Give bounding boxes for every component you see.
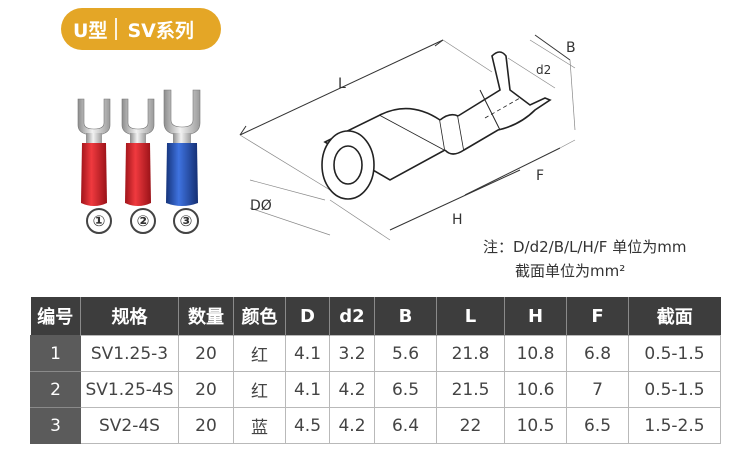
photo-label-3: ③ — [173, 208, 199, 234]
cell-color: 红 — [233, 335, 286, 372]
terminal-red-1 — [77, 98, 111, 206]
photo-label-1: ① — [86, 208, 112, 234]
cell-section: 0.5-1.5 — [628, 371, 721, 408]
col-header-h: H — [504, 297, 567, 336]
spec-table: 编号 规格 数量 颜色 D d2 B L H F 截面 1 SV1.25-3 2… — [30, 297, 721, 444]
terminal-outline — [321, 51, 552, 200]
cell-d: 4.5 — [285, 407, 330, 444]
cell-f: 6.5 — [566, 407, 629, 444]
col-header-d: D — [285, 297, 330, 336]
cell-section: 1.5-2.5 — [628, 407, 721, 444]
cell-qty: 20 — [178, 407, 234, 444]
cell-b: 6.4 — [374, 407, 437, 444]
cell-section: 0.5-1.5 — [628, 335, 721, 372]
cell-qty: 20 — [178, 371, 234, 408]
unit-note: 注：D/d2/B/L/H/F 单位为mm 截面单位为mm² — [483, 235, 686, 283]
cell-h: 10.8 — [504, 335, 567, 372]
col-header-section: 截面 — [628, 297, 721, 336]
dim-line-f — [464, 147, 561, 196]
col-header-qty: 数量 — [178, 297, 234, 336]
cell-id: 3 — [30, 407, 81, 444]
label-l: L — [338, 76, 346, 92]
cell-d: 4.1 — [285, 371, 330, 408]
col-header-spec: 规格 — [80, 297, 179, 336]
table-row: 1 SV1.25-3 20 红 4.1 3.2 5.6 21.8 10.8 6.… — [30, 335, 721, 372]
label-b: B — [566, 40, 576, 56]
col-header-color: 颜色 — [233, 297, 286, 336]
cell-color: 蓝 — [233, 407, 286, 444]
cell-qty: 20 — [178, 335, 234, 372]
label-f: F — [536, 168, 544, 184]
table-header-row: 编号 规格 数量 颜色 D d2 B L H F 截面 — [30, 297, 721, 336]
badge-divider — [115, 18, 118, 40]
col-header-d2: d2 — [329, 297, 375, 336]
table-row: 3 SV2-4S 20 蓝 4.5 4.2 6.4 22 10.5 6.5 1.… — [30, 407, 721, 444]
col-header-l: L — [436, 297, 505, 336]
cell-id: 2 — [30, 371, 81, 408]
label-d: DØ — [250, 198, 272, 214]
col-header-id: 编号 — [30, 297, 81, 336]
series-badge: U型 SV系列 — [61, 8, 221, 50]
col-header-f: F — [566, 297, 629, 336]
cell-l: 22 — [436, 407, 505, 444]
cell-spec: SV2-4S — [80, 407, 179, 444]
cell-spec: SV1.25-3 — [80, 335, 179, 372]
cell-l: 21.5 — [436, 371, 505, 408]
cell-d2: 3.2 — [329, 335, 375, 372]
product-photo — [77, 89, 201, 206]
cell-d: 4.1 — [285, 335, 330, 372]
terminal-red-2 — [121, 98, 155, 206]
series-name-label: SV系列 — [127, 19, 194, 42]
dim-line-l — [239, 39, 444, 136]
cell-l: 21.8 — [436, 335, 505, 372]
cell-spec: SV1.25-4S — [80, 371, 179, 408]
cell-h: 10.5 — [504, 407, 567, 444]
unit-note-line-2: 截面单位为mm² — [515, 262, 626, 280]
col-header-b: B — [374, 297, 437, 336]
unit-note-line-1: 注：D/d2/B/L/H/F 单位为mm — [483, 238, 687, 256]
series-type-label: U型 — [73, 19, 108, 42]
cell-b: 6.5 — [374, 371, 437, 408]
photo-label-2: ② — [130, 208, 156, 234]
label-h: H — [452, 212, 463, 228]
dim-line-h — [389, 169, 521, 231]
cell-id: 1 — [30, 335, 81, 372]
terminal-blue-3 — [163, 89, 201, 206]
dimension-diagram: L B d2 DØ H F — [239, 34, 576, 241]
cell-f: 7 — [566, 371, 629, 408]
cell-b: 5.6 — [374, 335, 437, 372]
label-d2: d2 — [536, 63, 551, 77]
table-row: 2 SV1.25-4S 20 红 4.1 4.2 6.5 21.5 10.6 7… — [30, 371, 721, 408]
cell-color: 红 — [233, 371, 286, 408]
cell-h: 10.6 — [504, 371, 567, 408]
cell-d2: 4.2 — [329, 371, 375, 408]
cell-f: 6.8 — [566, 335, 629, 372]
cell-d2: 4.2 — [329, 407, 375, 444]
dim-line-b — [534, 34, 571, 61]
